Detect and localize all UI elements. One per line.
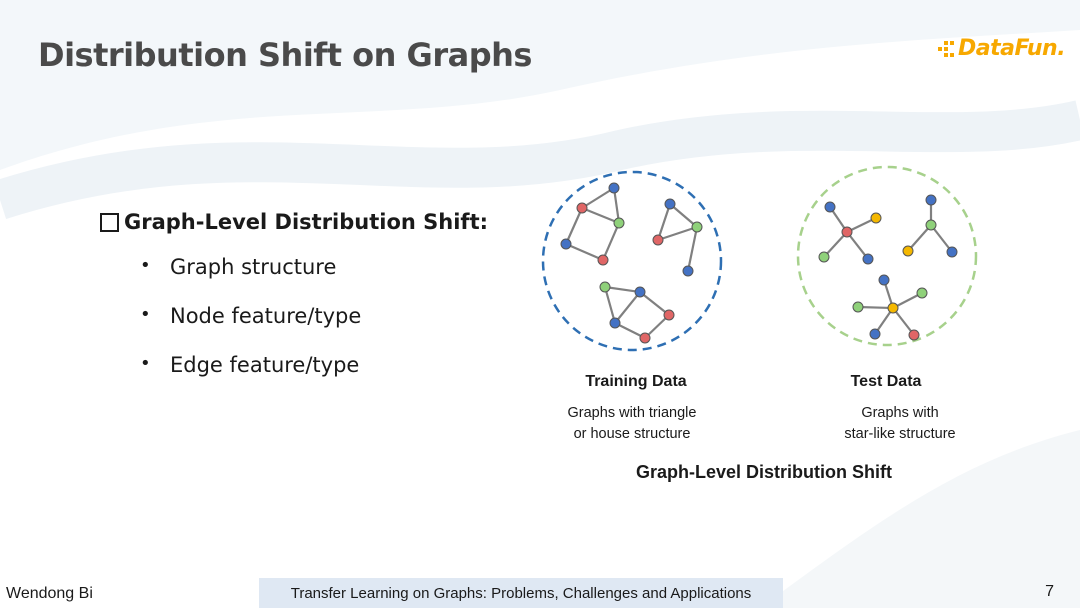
- graph-node: [925, 219, 937, 231]
- graph-node: [887, 302, 899, 314]
- graph-edges: [564, 187, 953, 339]
- graph-node: [682, 265, 694, 277]
- bullet-dot-icon: •: [140, 255, 151, 276]
- bullet-text: Edge feature/type: [170, 353, 360, 377]
- heading-text: Graph-Level Distribution Shift:: [124, 210, 489, 234]
- graph-node: [870, 212, 882, 224]
- logo-text: DataFun.: [958, 36, 1066, 61]
- figure-caption: Graph-Level Distribution Shift: [635, 462, 892, 482]
- bullet-text: Node feature/type: [170, 304, 362, 328]
- graph-node: [852, 301, 864, 313]
- datafun-logo: DataFun.: [938, 36, 1066, 61]
- graph-nodes: [560, 182, 958, 344]
- graph-node: [576, 202, 588, 214]
- bullet-dot-icon: •: [140, 353, 151, 374]
- slide-title: Distribution Shift on Graphs: [38, 36, 532, 74]
- test-desc-line: Graphs with: [861, 405, 939, 421]
- graph-node: [613, 217, 625, 229]
- bullet-dot-icon: •: [140, 304, 151, 325]
- talk-title: Transfer Learning on Graphs: Problems, C…: [290, 584, 752, 602]
- graph-node: [609, 317, 621, 329]
- graph-node: [560, 238, 572, 250]
- graph-node: [691, 221, 703, 233]
- page-number: 7: [1045, 583, 1054, 600]
- graph-node: [639, 332, 651, 344]
- graph-node: [925, 194, 937, 206]
- graph-node: [878, 274, 890, 286]
- graph-node: [634, 286, 646, 298]
- graph-node: [916, 287, 928, 299]
- logo-mark-icon: [938, 40, 954, 57]
- bullet-item: • Edge feature/type: [140, 353, 361, 402]
- graph-node: [869, 328, 881, 340]
- training-desc-line: or house structure: [573, 426, 691, 442]
- training-data-label: Training Data: [585, 373, 687, 390]
- graph-node: [599, 281, 611, 293]
- training-data-description: Graphs with triangle or house structure: [532, 403, 732, 445]
- graph-node: [818, 251, 830, 263]
- test-data-description: Graphs with star-like structure: [800, 403, 1000, 445]
- training-data-circle: [541, 170, 723, 352]
- training-desc-line: Graphs with triangle: [567, 405, 697, 421]
- author-name: Wendong Bi: [6, 585, 93, 602]
- graph-node: [824, 201, 836, 213]
- test-desc-line: star-like structure: [844, 426, 956, 442]
- graph-node: [663, 309, 675, 321]
- graph-node: [608, 182, 620, 194]
- bullet-text: Graph structure: [170, 255, 337, 279]
- bullet-item: • Node feature/type: [140, 304, 361, 353]
- graph-node: [908, 329, 920, 341]
- graph-node: [902, 245, 914, 257]
- bullet-item: • Graph structure: [140, 255, 361, 304]
- graph-node: [664, 198, 676, 210]
- checkbox-bullet-icon: [100, 212, 119, 232]
- graph-node: [597, 254, 609, 266]
- graph-node: [862, 253, 874, 265]
- test-data-label: Test Data: [850, 373, 922, 390]
- section-heading: Graph-Level Distribution Shift:: [100, 210, 488, 234]
- graph-node: [841, 226, 853, 238]
- graph-node: [946, 246, 958, 258]
- test-data-circle: [796, 165, 978, 347]
- talk-title-band: Transfer Learning on Graphs: Problems, C…: [259, 578, 783, 608]
- bullet-list: • Graph structure • Node feature/type • Edg…: [140, 255, 361, 402]
- graph-node: [652, 234, 664, 246]
